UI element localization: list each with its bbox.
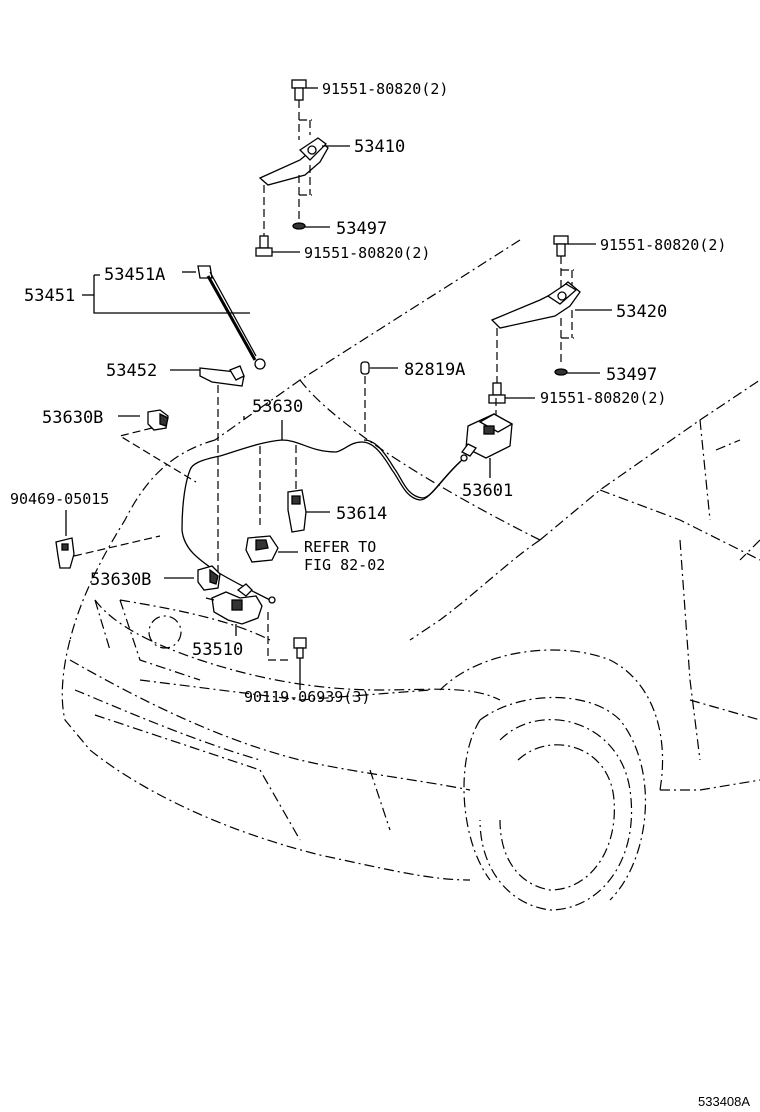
figure-code: 533408A <box>698 1094 750 1109</box>
label-release-cable: 53630 <box>252 397 303 417</box>
clip-90469-icon <box>55 537 75 569</box>
hood-lock-group <box>205 583 290 661</box>
support-rod-icon <box>197 265 266 370</box>
release-lever-icon <box>461 413 514 459</box>
bolt-rh-lower-icon <box>488 382 506 404</box>
labels: 91551-80820(2) 53410 53497 91551-80820(2… <box>10 80 750 1109</box>
hinge-lh-icon <box>258 137 329 186</box>
label-refer-line2: FIG 82-02 <box>304 556 385 574</box>
clamp-lower-group <box>164 565 221 591</box>
hinge-lh-group <box>255 79 350 257</box>
label-hood-lock: 53510 <box>192 640 243 660</box>
label-bolt-rh-top: 91551-80820(2) <box>600 236 726 254</box>
hinge-rh-group <box>488 235 612 404</box>
washer-rh-icon <box>554 368 568 376</box>
label-support-rod: 53451A <box>104 265 165 285</box>
label-rod-holder: 53452 <box>106 361 157 381</box>
clamp-upper-icon <box>147 409 169 431</box>
bolt-rh-top-icon <box>553 235 569 257</box>
release-cable-icon <box>181 439 461 601</box>
grommet-icon <box>360 361 370 375</box>
rod-holder-icon <box>199 365 245 387</box>
bolt-top-icon <box>291 79 307 101</box>
label-hinge-rh: 53420 <box>616 302 667 322</box>
washer-lh-icon <box>292 222 306 230</box>
label-lock-bolt: 90119-06939(3) <box>244 688 370 706</box>
label-washer-rh: 53497 <box>606 365 657 385</box>
label-release-lever: 53601 <box>462 481 513 501</box>
label-washer-lh: 53497 <box>336 219 387 239</box>
label-clamp-upper: 53630B <box>42 408 103 428</box>
label-clamp-lower: 53630B <box>90 570 151 590</box>
label-cable-clamp: 53614 <box>336 504 387 524</box>
hood-lock-icon <box>205 583 263 625</box>
hinge-rh-icon <box>490 281 581 329</box>
lock-bolt-icon <box>293 637 307 659</box>
label-bolt-top: 91551-80820(2) <box>322 80 448 98</box>
clamp-upper-group <box>118 409 197 483</box>
label-support-rod-set: 53451 <box>24 286 75 306</box>
label-grommet: 82819A <box>404 360 465 380</box>
clip-90469-group <box>55 510 161 569</box>
cable-holder-icon <box>245 535 279 563</box>
label-refer-line1: REFER TO <box>304 538 376 556</box>
grommet-group <box>360 361 398 436</box>
release-cable-group <box>181 416 468 604</box>
vehicle-outline <box>61 239 760 911</box>
support-rod-group <box>82 265 266 370</box>
bolt-lh-lower-icon <box>255 235 273 257</box>
refer-clamp-group <box>245 535 298 563</box>
cable-clamp-group <box>259 445 330 533</box>
cable-clamp-icon <box>287 489 307 533</box>
rod-holder-group <box>170 365 245 580</box>
label-bolt-rh-lower: 91551-80820(2) <box>540 389 666 407</box>
clamp-lower-icon <box>197 565 221 591</box>
lock-bolt-group <box>293 637 307 690</box>
label-clip-90469: 90469-05015 <box>10 490 109 508</box>
label-bolt-lh-lower: 91551-80820(2) <box>304 244 430 262</box>
label-hinge-lh: 53410 <box>354 137 405 157</box>
release-lever-group <box>461 398 514 478</box>
